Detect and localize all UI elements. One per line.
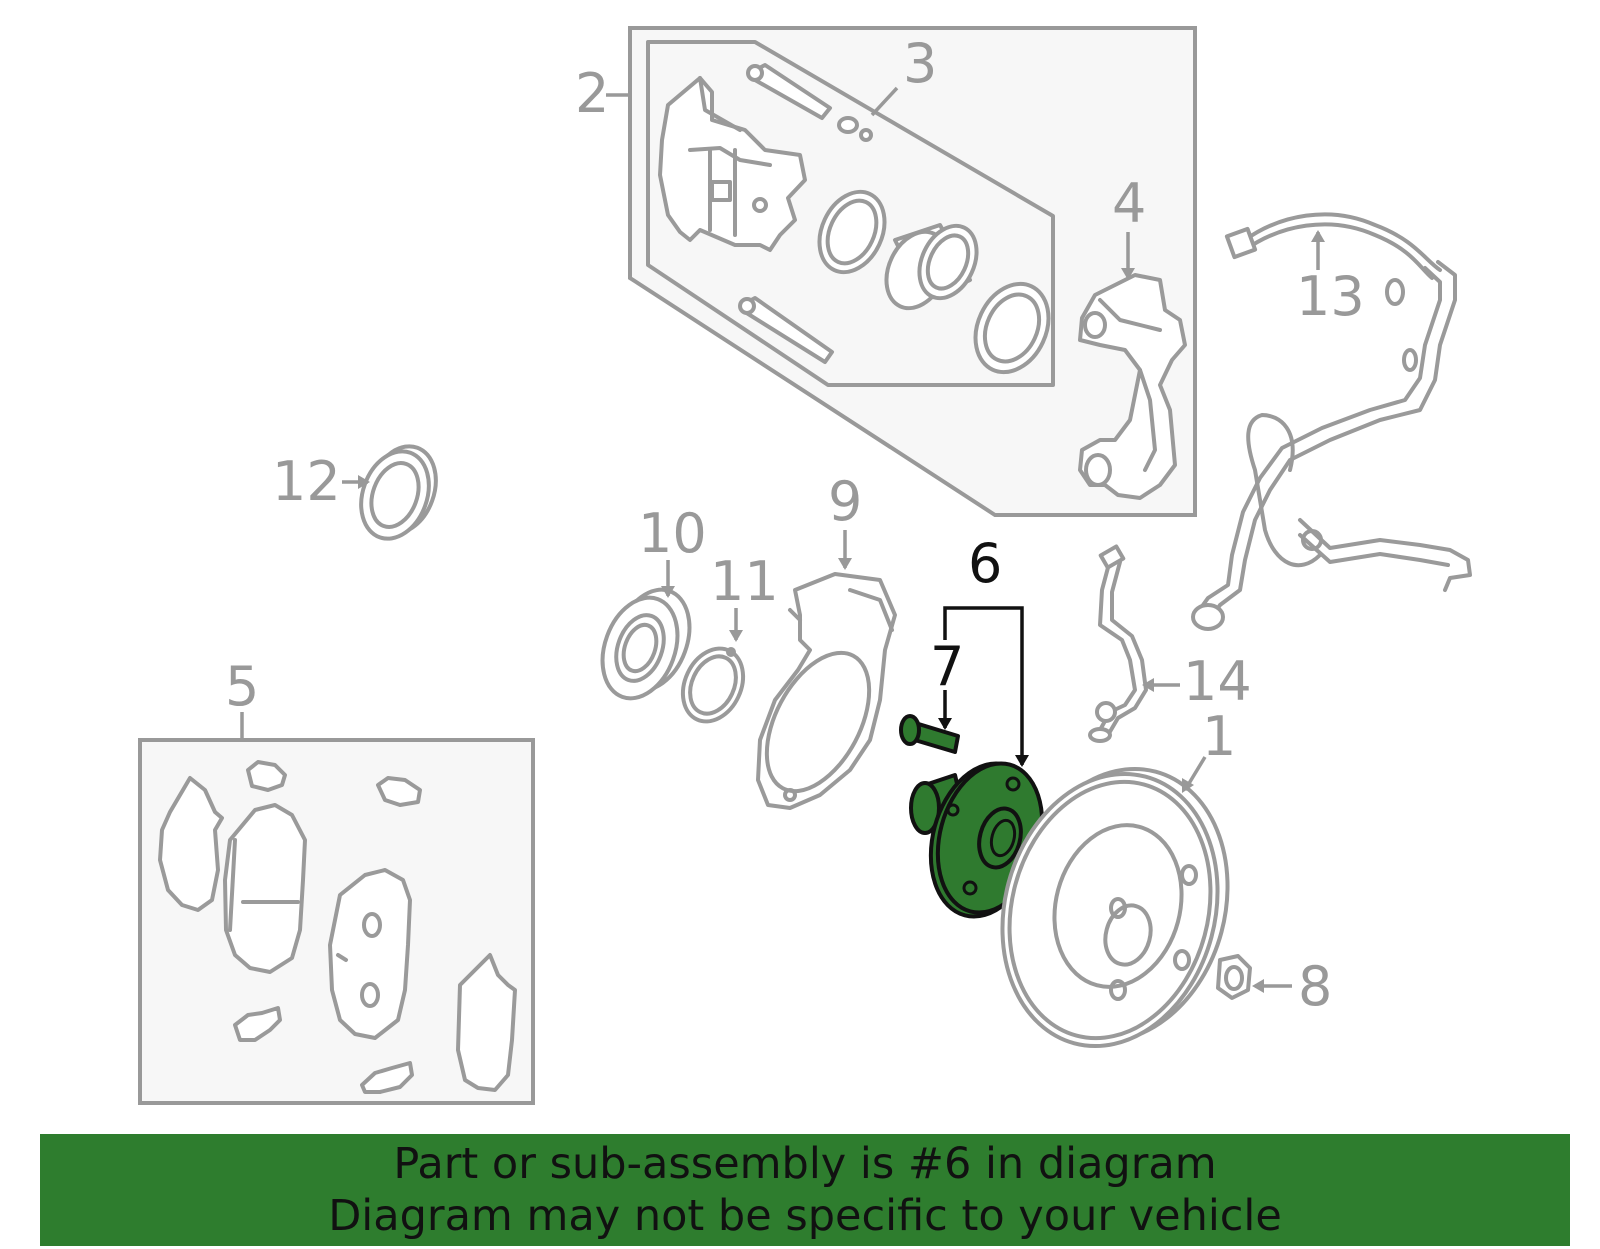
- callout-5: 5: [225, 655, 259, 718]
- callout-14: 14: [1183, 650, 1252, 713]
- hub-bolt: [899, 714, 960, 754]
- dust-shield: [756, 572, 897, 810]
- dust-boot: [973, 281, 1051, 375]
- piston-seal: [817, 189, 887, 275]
- callout-11: 11: [710, 550, 779, 613]
- callout-8: 8: [1298, 955, 1332, 1018]
- callout-6: 6: [968, 532, 1002, 595]
- brake-rotor: [1000, 766, 1230, 1049]
- caliper-guide-pin-top: [746, 63, 873, 142]
- brake-hose: [1088, 544, 1148, 743]
- abs-sensor-wire: [1191, 212, 1472, 631]
- callout-1: 1: [1202, 705, 1236, 768]
- caliper-bracket: [1078, 273, 1187, 500]
- callout-10: 10: [638, 502, 707, 565]
- banner-line-2: Diagram may not be specific to your vehi…: [328, 1191, 1282, 1241]
- snap-ring: [680, 646, 746, 724]
- leader-lines: [240, 86, 1325, 993]
- callout-12: 12: [272, 450, 341, 513]
- hub-nut: [1216, 954, 1252, 1000]
- banner-line-1: Part or sub-assembly is #6 in diagram: [393, 1139, 1217, 1189]
- callout-2: 2: [575, 62, 609, 125]
- callout-7: 7: [930, 635, 964, 698]
- caliper-guide-pin-bottom: [738, 296, 834, 364]
- info-banner: Part or sub-assembly is #6 in diagram Di…: [40, 1134, 1570, 1246]
- brake-pads: [158, 760, 517, 1094]
- callout-13: 13: [1296, 265, 1365, 328]
- caliper-piston: [884, 223, 979, 311]
- caliper-inner-box: [646, 40, 1055, 387]
- callout-3: 3: [903, 32, 937, 95]
- wheel-bearing: [600, 587, 692, 701]
- oil-seal: [359, 444, 438, 541]
- callout-9: 9: [828, 470, 862, 533]
- caliper-body: [658, 76, 807, 252]
- callout-4: 4: [1112, 172, 1146, 235]
